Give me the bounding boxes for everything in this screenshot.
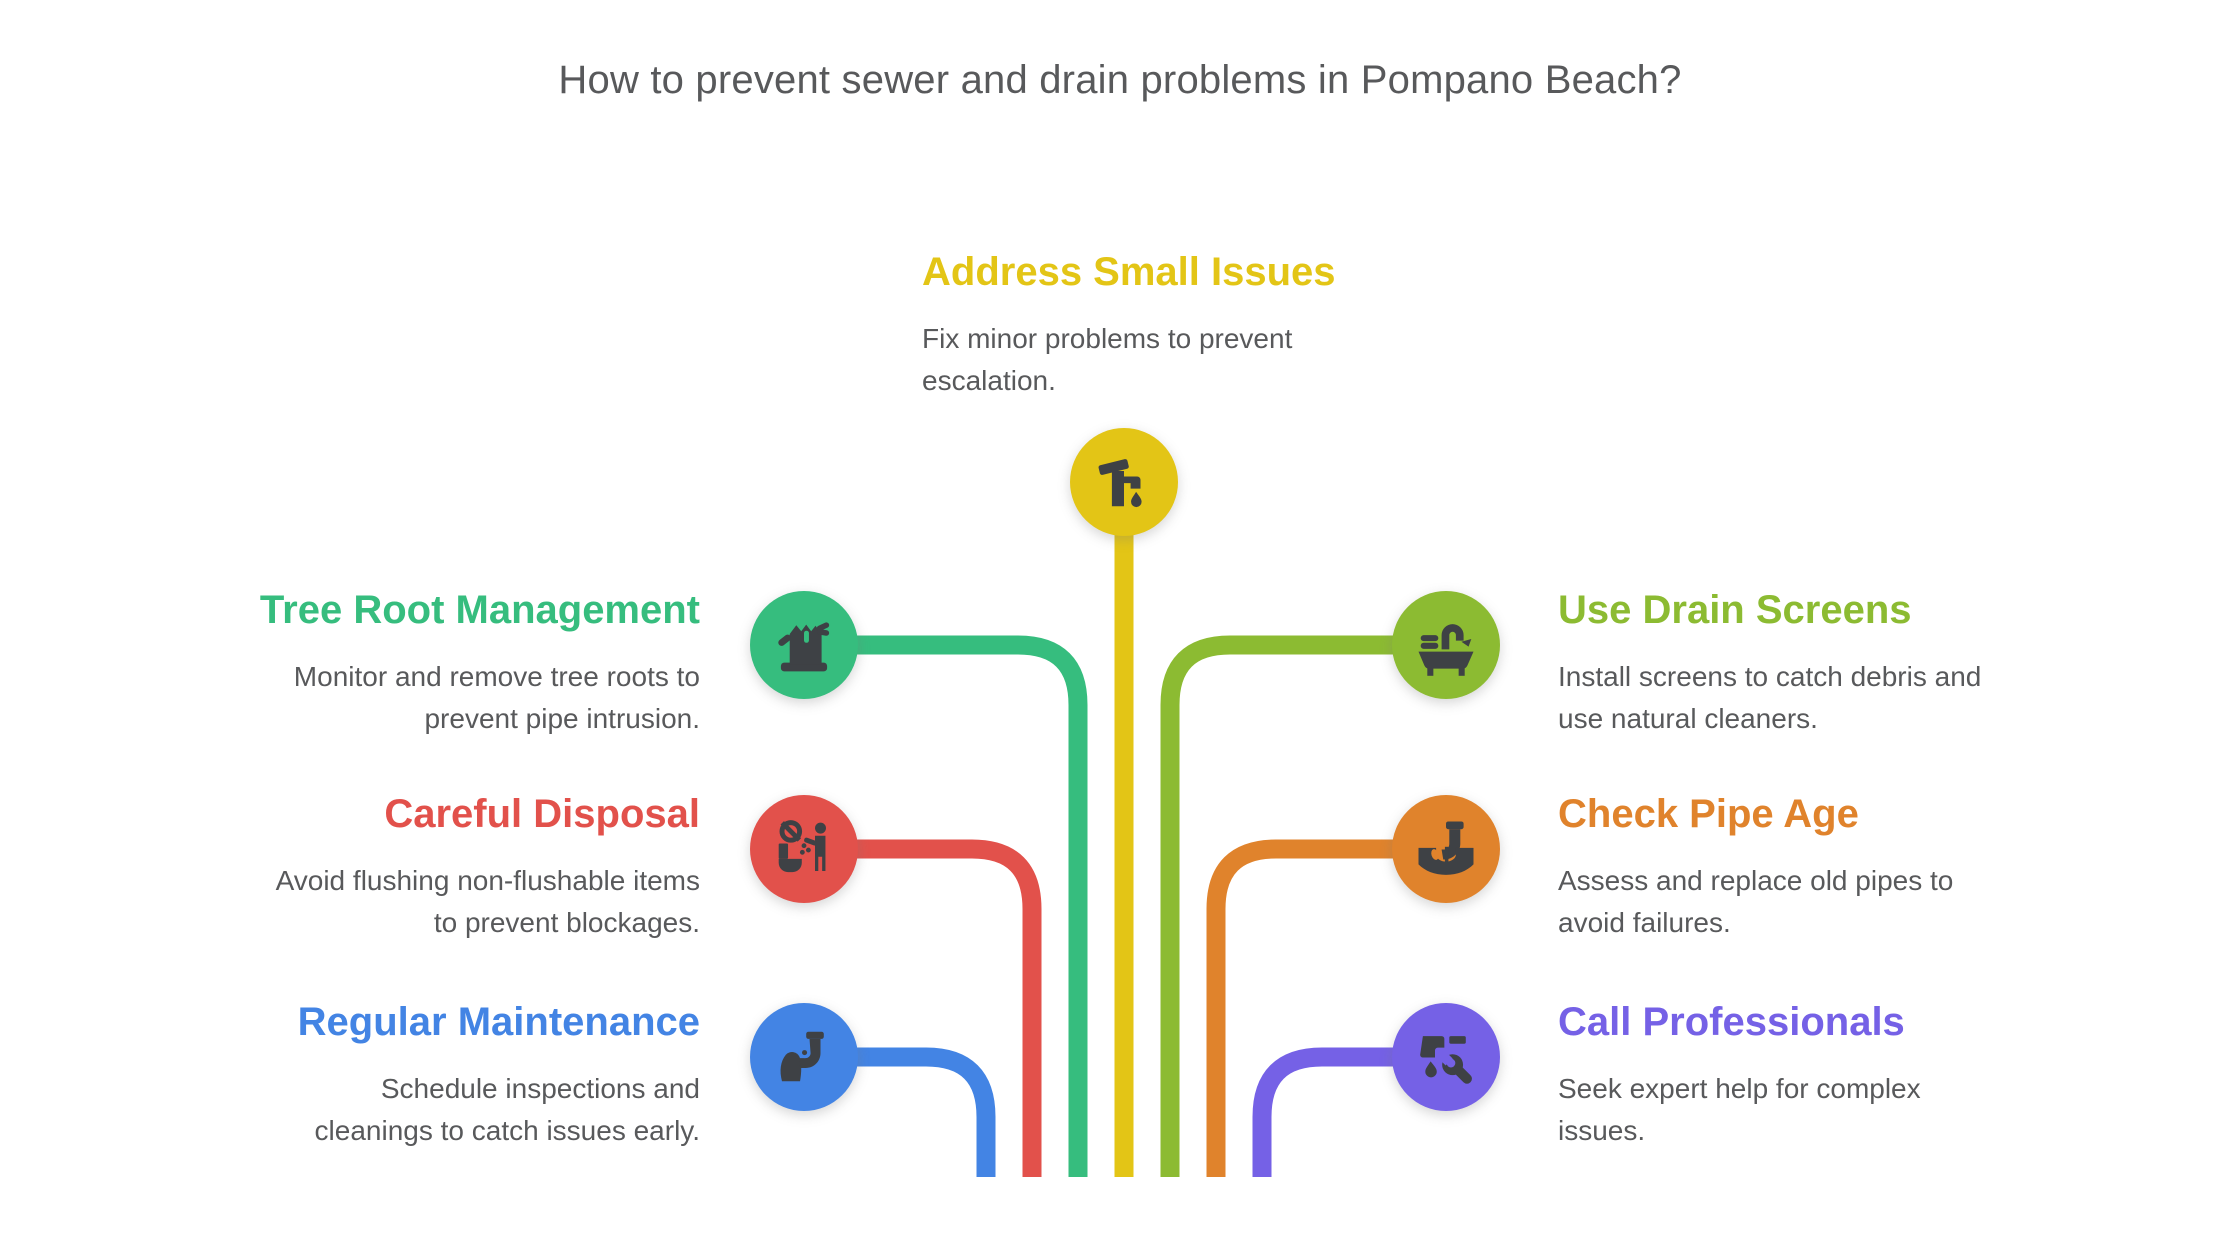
item-heading: Regular Maintenance <box>297 1000 700 1044</box>
connector-careful-disposal <box>804 839 1042 1177</box>
connector-regular-maintenance <box>804 1047 996 1177</box>
node-call-professionals <box>1392 1003 1500 1111</box>
item-description: Fix minor problems to prevent escalation… <box>922 323 1293 396</box>
item-heading: Use Drain Screens <box>1558 588 1912 632</box>
pipe-in-hands-icon <box>1418 821 1474 875</box>
item-description: Monitor and remove tree roots to prevent… <box>293 661 700 734</box>
tree-stump-icon <box>778 622 830 672</box>
no-flush-icon <box>778 820 826 873</box>
node-tree-root-management <box>750 591 858 699</box>
item-check-pipe-age: Check Pipe Age Assess and replace old pi… <box>1558 794 2198 944</box>
bathtub-icon <box>1418 624 1474 676</box>
node-careful-disposal <box>750 795 858 903</box>
node-address-small-issues <box>1070 428 1178 536</box>
pipe-inspection-icon <box>780 1031 824 1082</box>
item-heading: Call Professionals <box>1558 1000 1905 1044</box>
item-description: Seek expert help for complex issues. <box>1558 1073 1921 1146</box>
item-regular-maintenance: Regular Maintenance Schedule inspections… <box>80 1002 700 1152</box>
connector-use-drain-screens <box>1160 635 1446 1177</box>
wrench-pipe-icon <box>1420 1036 1472 1084</box>
connector-call-professionals <box>1252 1047 1446 1177</box>
item-heading: Address Small Issues <box>922 250 1336 294</box>
connector-tree-root-management <box>804 635 1088 1177</box>
page-title: How to prevent sewer and drain problems … <box>558 58 1682 102</box>
node-regular-maintenance <box>750 1003 858 1111</box>
item-address-small-issues: Address Small Issues Fix minor problems … <box>922 252 1402 402</box>
item-heading: Careful Disposal <box>384 792 700 836</box>
item-heading: Tree Root Management <box>259 588 700 632</box>
item-call-professionals: Call Professionals Seek expert help for … <box>1558 1002 2198 1152</box>
node-check-pipe-age <box>1392 795 1500 903</box>
item-description: Avoid flushing non-flushable items to pr… <box>275 865 700 938</box>
item-careful-disposal: Careful Disposal Avoid flushing non-flus… <box>80 794 700 944</box>
item-tree-root-management: Tree Root Management Monitor and remove … <box>80 590 700 740</box>
node-use-drain-screens <box>1392 591 1500 699</box>
item-description: Install screens to catch debris and use … <box>1558 661 1982 734</box>
connector-check-pipe-age <box>1206 839 1446 1177</box>
item-use-drain-screens: Use Drain Screens Install screens to cat… <box>1558 590 2198 740</box>
item-description: Schedule inspections and cleanings to ca… <box>314 1073 700 1146</box>
faucet-drip-icon <box>1098 459 1142 508</box>
item-heading: Check Pipe Age <box>1558 792 1859 836</box>
item-description: Assess and replace old pipes to avoid fa… <box>1558 865 1954 938</box>
